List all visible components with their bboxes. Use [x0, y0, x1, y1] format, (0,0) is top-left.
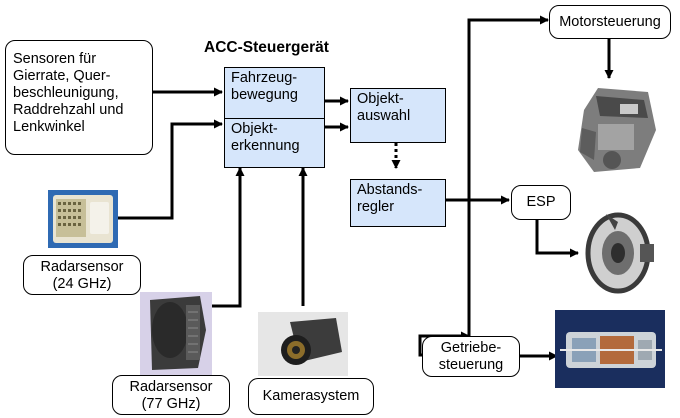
esp-box: ESP [511, 185, 571, 220]
arrow-to-engine-control [467, 15, 549, 200]
object-selection-block: Objekt- auswahl [350, 88, 446, 143]
transmission-image [555, 310, 665, 388]
distance-controller-block: Abstands- regler [350, 179, 446, 227]
transmission-control-box: Getriebe- steuerung [422, 336, 520, 377]
radar-77ghz-label: Radarsensor (77 GHz) [112, 375, 230, 415]
arrow-radar24-to-object-detection [118, 119, 223, 220]
camera-system-image [258, 312, 348, 376]
engine-control-box: Motorsteuerung [549, 5, 671, 39]
vehicle-motion-block: Fahrzeug- bewegung [224, 67, 325, 119]
arrow-esp-to-brake [535, 219, 579, 258]
engine-image [570, 82, 658, 184]
arrow-radar77-to-object-detection [212, 167, 245, 308]
camera-system-label: Kamerasystem [248, 378, 374, 415]
sensors-box: Sensoren für Gierrate, Quer- beschleunig… [5, 40, 153, 155]
brake-disc-image [585, 212, 654, 294]
diagram-title: ACC-Steuergerät [204, 39, 329, 56]
radar-24ghz-label: Radarsensor (24 GHz) [23, 255, 141, 295]
radar-sensor-24ghz-image [48, 190, 118, 248]
object-detection-block: Objekt- erkennung [224, 118, 325, 168]
radar-sensor-77ghz-image [140, 292, 212, 377]
